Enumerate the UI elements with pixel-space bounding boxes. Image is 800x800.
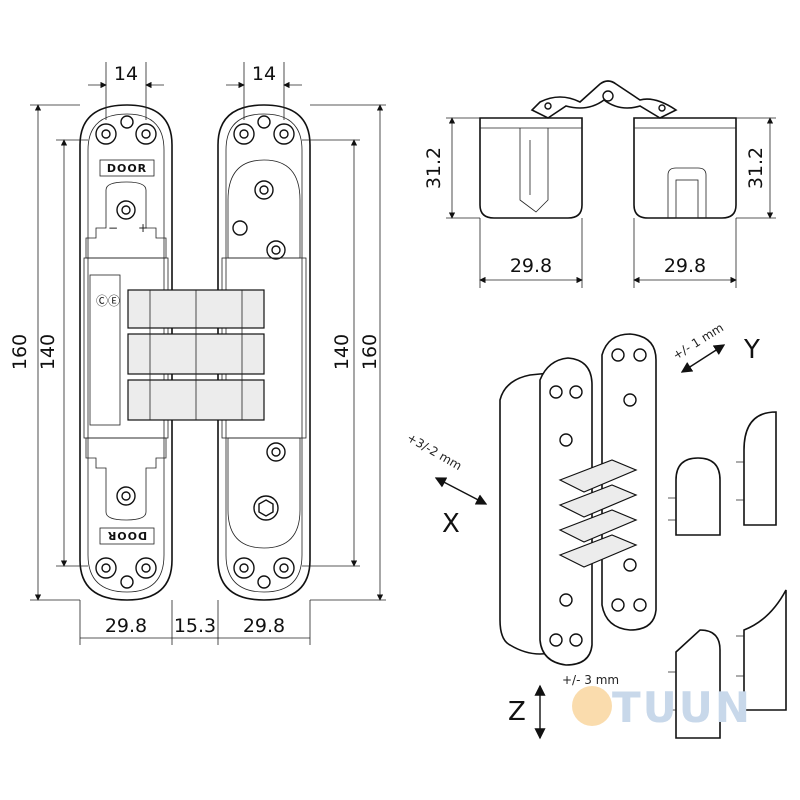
right-adjuster-top-1 xyxy=(254,180,274,200)
right-top-screw-holes xyxy=(233,115,295,145)
top-view-left-body xyxy=(479,117,583,219)
dim-height-outer-right: 160 xyxy=(359,334,381,370)
left-bottom-screw-holes xyxy=(95,557,157,589)
cover-cap-1 xyxy=(675,457,721,536)
dim-bottom-right-width: 29.8 xyxy=(243,615,285,637)
right-bottom-screw-holes xyxy=(233,557,295,589)
left-plate-inner-pocket xyxy=(89,274,121,426)
hinge-arms xyxy=(127,289,265,421)
dim-bottom-gap: 15.3 xyxy=(174,615,216,637)
y-axis-label: Y xyxy=(743,335,760,365)
right-plate-inner-outline xyxy=(225,113,303,593)
watermark: TUUN xyxy=(572,683,752,732)
iso-hinge-arms xyxy=(558,459,638,568)
cover-cap-2 xyxy=(743,411,777,526)
iso-right-plate xyxy=(601,333,657,631)
door-label-top: DOOR xyxy=(107,162,147,175)
right-plate-adjuster-pocket-top xyxy=(227,159,301,259)
front-dimension-lines xyxy=(30,62,386,645)
right-adjuster-bottom-1 xyxy=(266,442,286,462)
top-view: 31.2 31.2 29.8 29.8 xyxy=(423,80,776,288)
dim-depth-right: 31.2 xyxy=(745,147,767,189)
dim-bottom-left-width: 29.8 xyxy=(105,615,147,637)
y-range-label: +/- 1 mm xyxy=(670,320,726,362)
dim-height-inner-right: 140 xyxy=(331,334,353,370)
x-axis-arrow xyxy=(434,477,488,505)
iso-screw-holes xyxy=(549,348,647,647)
dim-top-left-14: 14 xyxy=(114,63,138,85)
isometric-view xyxy=(434,333,787,740)
z-range-label: +/- 3 mm xyxy=(562,673,619,687)
svg-text:−: − xyxy=(108,221,118,235)
dim-top-width-left: 29.8 xyxy=(510,255,552,277)
door-label-box-bottom xyxy=(99,527,155,545)
dim-height-inner-left: 140 xyxy=(37,334,59,370)
watermark-text: TUUN xyxy=(612,683,752,732)
cover-cap-4 xyxy=(743,589,787,711)
dim-top-width-right: 29.8 xyxy=(664,255,706,277)
top-dimension-lines xyxy=(446,117,776,288)
dim-top-right-14: 14 xyxy=(252,63,276,85)
z-axis-label: Z xyxy=(508,697,526,727)
adjust-screw-top xyxy=(116,200,136,220)
left-plate-recess-bottom xyxy=(85,437,167,521)
right-adjuster-hex-top xyxy=(232,220,248,236)
adjust-screw-bottom xyxy=(116,486,136,506)
left-top-screw-holes xyxy=(95,115,157,145)
ce-mark: ⒸⒺ xyxy=(96,294,120,308)
dim-height-outer-left: 160 xyxy=(9,334,31,370)
iso-left-plate xyxy=(539,357,593,666)
x-range-label: +3/-2 mm xyxy=(405,430,465,473)
right-adjuster-top-2 xyxy=(266,240,286,260)
cover-cap-3 xyxy=(675,629,721,739)
door-label-box-top xyxy=(99,159,155,177)
y-axis-arrow xyxy=(680,344,726,373)
right-plate-adjuster-pocket-bottom xyxy=(227,437,301,549)
x-axis-label: X xyxy=(442,509,460,539)
right-adjuster-bottom-2 xyxy=(253,495,279,521)
door-label-bottom: DOOR xyxy=(107,529,147,542)
dim-depth-left: 31.2 xyxy=(423,147,445,189)
front-view: DOOR − + ⒸⒺ DOOR xyxy=(9,62,386,645)
watermark-dot-icon xyxy=(572,686,612,726)
svg-text:+: + xyxy=(138,221,148,235)
left-plate-inner-outline xyxy=(87,113,165,593)
